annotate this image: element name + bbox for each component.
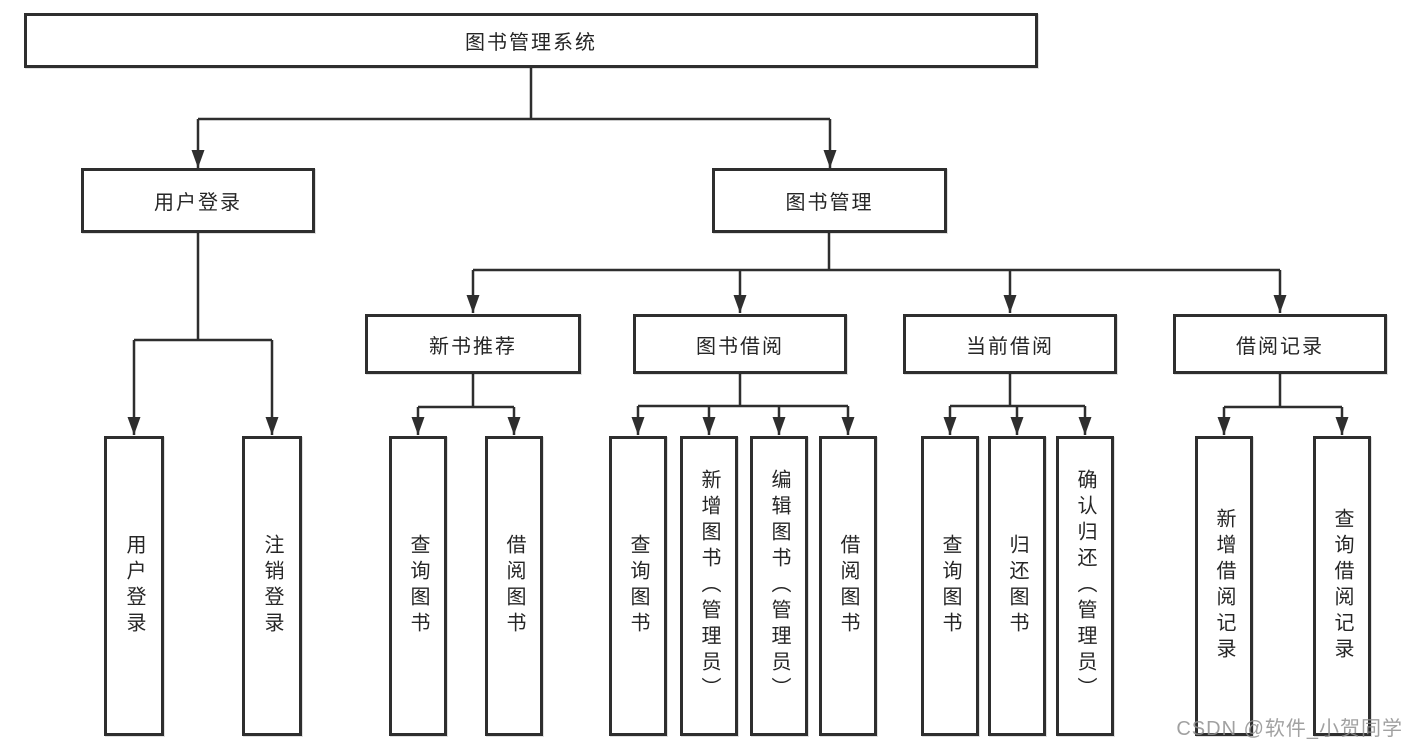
node-current-borrowing: 当前借阅 — [903, 314, 1117, 374]
leaf-return-book: 归还图书 — [988, 436, 1046, 736]
node-label: 确认归还（管理员） — [1074, 469, 1096, 703]
csdn-watermark: CSDN @软件_小贺同学 — [1176, 718, 1403, 740]
leaf-add-borrow-record: 新增借阅记录 — [1195, 436, 1253, 736]
leaf-query-books-borrow: 查询图书 — [609, 436, 667, 736]
leaf-user-login: 用户登录 — [104, 436, 164, 736]
leaf-edit-book-admin: 编辑图书（管理员） — [750, 436, 808, 736]
node-book-borrowing: 图书借阅 — [633, 314, 847, 374]
node-label: 用户登录 — [154, 192, 242, 214]
node-label: 新书推荐 — [429, 335, 517, 358]
node-new-book-recommend: 新书推荐 — [365, 314, 581, 374]
node-borrowing-records: 借阅记录 — [1173, 314, 1387, 374]
node-label: 查询图书 — [407, 534, 429, 638]
node-label: 新增图书（管理员） — [698, 469, 720, 703]
node-label: 编辑图书（管理员） — [768, 469, 790, 703]
leaf-query-books-recommend: 查询图书 — [389, 436, 447, 736]
node-label: 新增借阅记录 — [1213, 508, 1235, 664]
node-label: 借阅图书 — [837, 534, 859, 638]
node-label: 图书管理 — [785, 192, 874, 214]
node-label: 查询图书 — [627, 534, 649, 638]
node-user-login: 用户登录 — [81, 168, 315, 233]
node-label: 图书借阅 — [696, 335, 784, 358]
node-label: 归还图书 — [1006, 534, 1028, 638]
leaf-confirm-return-admin: 确认归还（管理员） — [1056, 436, 1114, 736]
node-book-management: 图书管理 — [712, 168, 947, 233]
node-label: 用户登录 — [123, 534, 145, 638]
node-label: 注销登录 — [261, 534, 283, 638]
leaf-logout: 注销登录 — [242, 436, 302, 736]
leaf-query-borrow-record: 查询借阅记录 — [1313, 436, 1371, 736]
leaf-add-book-admin: 新增图书（管理员） — [680, 436, 738, 736]
node-root: 图书管理系统 — [24, 13, 1038, 68]
node-label: 当前借阅 — [966, 335, 1054, 358]
leaf-borrow-books: 借阅图书 — [819, 436, 877, 736]
node-label: 图书管理系统 — [465, 32, 597, 54]
node-label: 查询图书 — [939, 534, 961, 638]
leaf-borrow-books-recommend: 借阅图书 — [485, 436, 543, 736]
node-label: 借阅图书 — [503, 534, 525, 638]
node-label: 查询借阅记录 — [1331, 508, 1353, 664]
leaf-query-books-current: 查询图书 — [921, 436, 979, 736]
node-label: 借阅记录 — [1236, 335, 1324, 358]
